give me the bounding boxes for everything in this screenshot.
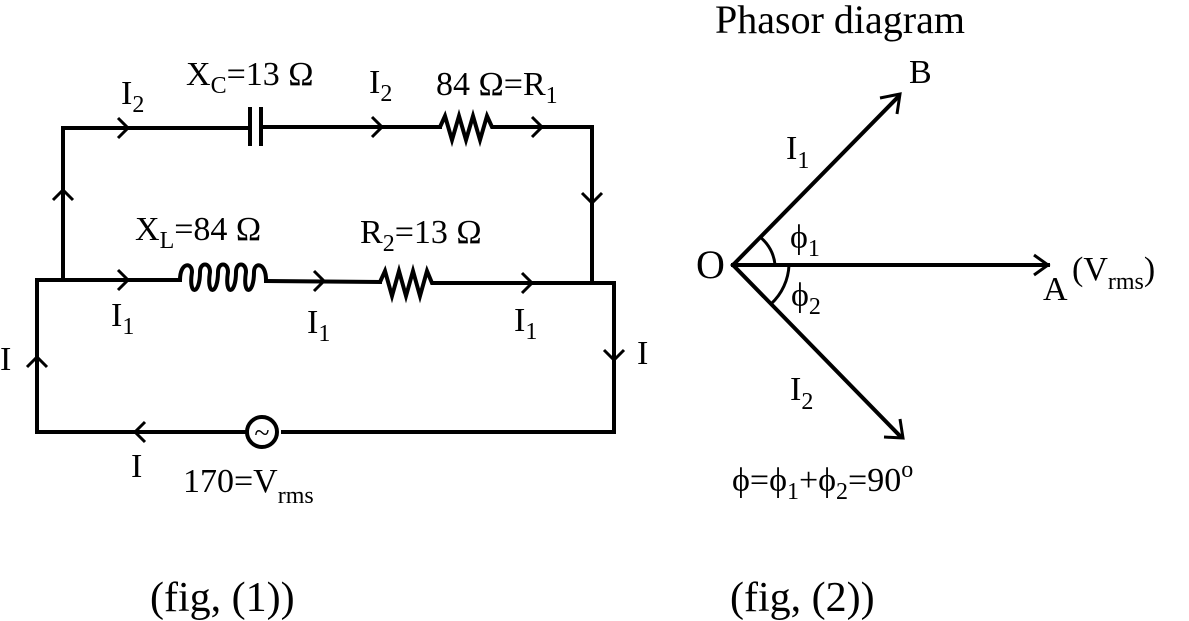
label-source: 170=Vrms — [183, 463, 314, 509]
phase-equation: ϕ=ϕ1+ϕ2=90o — [732, 457, 913, 505]
arrow-i1-2 — [312, 269, 327, 293]
label-resistor-r2: R2=13 Ω — [360, 214, 482, 257]
label-capacitor: XC=13 Ω — [186, 56, 314, 99]
label-i-right: I — [637, 335, 648, 372]
label-point-A: A — [1043, 271, 1068, 308]
arrow-i2-top-left — [116, 116, 131, 140]
phasor-figure: Phasor diagram O B A (Vrms) I1 I2 ϕ1 ϕ2 … — [696, 0, 1155, 621]
arrowhead-A — [1033, 253, 1051, 277]
left-outer-wire — [35, 278, 65, 434]
label-inductor: XL=84 Ω — [135, 211, 261, 254]
label-i-left: I — [0, 341, 11, 378]
arrow-i1-1 — [116, 268, 131, 292]
arrowhead-i2 — [883, 418, 905, 440]
label-i2-left: I2 — [121, 75, 144, 118]
capacitor — [248, 107, 263, 146]
phasor-title: Phasor diagram — [715, 0, 965, 42]
arrow-i-right-down — [602, 348, 626, 363]
label-phasor-i2: I2 — [790, 371, 813, 415]
arrow-i-bottom — [132, 420, 147, 444]
label-phasor-i1: I1 — [786, 130, 809, 174]
bottom-wire-right — [281, 281, 616, 434]
inductor — [178, 262, 268, 292]
label-phi2: ϕ2 — [791, 277, 821, 320]
arrow-i-left-up — [25, 354, 49, 369]
label-resistor-r1: 84 Ω=R1 — [436, 66, 558, 109]
label-i1-3: I1 — [514, 302, 537, 345]
resistor-r2 — [378, 263, 440, 304]
label-i1-2: I1 — [307, 304, 330, 347]
arrow-i2-top-right — [530, 115, 545, 139]
svg-text:~: ~ — [254, 418, 269, 449]
circuit-figure: ~ I2 XC=13 Ω I2 84 Ω=R1 XL=84 Ω R2=13 Ω … — [0, 56, 648, 621]
arrow-i2-right-down — [580, 191, 604, 206]
arrowhead-B — [879, 92, 902, 115]
figure1-caption: (fig, (1)) — [150, 575, 295, 621]
label-i-bottom: I — [131, 448, 142, 485]
arrow-i1-3 — [520, 271, 535, 295]
ac-source: ~ — [245, 415, 279, 449]
label-i2-mid: I2 — [369, 64, 392, 107]
phasor-i2 — [730, 262, 903, 439]
arc-phi1 — [759, 235, 777, 266]
figure2-caption: (fig, (2)) — [730, 575, 875, 621]
arrow-i2-left-up — [51, 187, 75, 202]
label-i1-1: I1 — [111, 297, 134, 340]
resistor-r1 — [438, 108, 500, 148]
label-vrms: (Vrms) — [1072, 251, 1155, 295]
arc-phi2 — [769, 264, 791, 306]
label-point-B: B — [909, 54, 932, 91]
arrow-i2-top-mid — [370, 115, 385, 139]
upper-branch-left — [61, 126, 250, 282]
label-origin-O: O — [696, 242, 725, 287]
label-phi1: ϕ1 — [790, 219, 820, 262]
